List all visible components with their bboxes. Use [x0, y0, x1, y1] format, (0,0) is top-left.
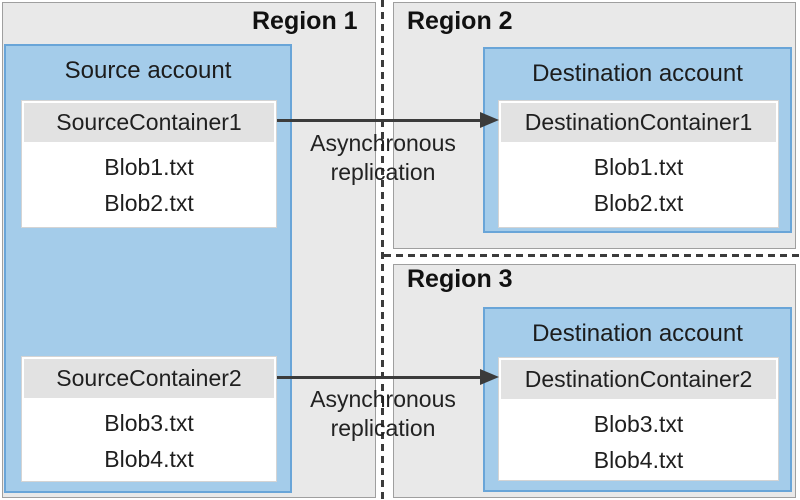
replication-label-line: Asynchronous [310, 130, 456, 156]
destination-container-1: DestinationContainer1 Blob1.txt Blob2.tx… [498, 100, 779, 228]
source-container-1-blob-list: Blob1.txt Blob2.txt [22, 149, 276, 221]
replication-arrow-2-label: Asynchronous replication [283, 385, 483, 443]
source-container-1-name: SourceContainer1 [24, 103, 274, 142]
region-2-label: Region 2 [407, 7, 513, 35]
source-container-2-name: SourceContainer2 [24, 359, 274, 398]
replication-label-line: Asynchronous [310, 386, 456, 412]
region-divider-vertical-dashed-line [381, 0, 384, 500]
blob-item: Blob2.txt [593, 190, 684, 216]
destination-container-2-blob-list: Blob3.txt Blob4.txt [499, 406, 778, 478]
region-3-label: Region 3 [407, 265, 513, 293]
source-container-2-blob-list: Blob3.txt Blob4.txt [22, 405, 276, 477]
source-account-title: Source account [64, 57, 232, 84]
destination-container-2-name: DestinationContainer2 [501, 360, 776, 399]
destination-account-1-title: Destination account [532, 60, 743, 87]
blob-item: Blob1.txt [104, 154, 194, 180]
replication-arrow-1-line [277, 119, 481, 122]
source-container-2: SourceContainer2 Blob3.txt Blob4.txt [21, 356, 277, 482]
destination-container-1-name: DestinationContainer1 [501, 103, 776, 142]
blob-item: Blob2.txt [104, 190, 194, 216]
replication-arrow-2-line [277, 376, 481, 379]
source-container-1: SourceContainer1 Blob1.txt Blob2.txt [21, 100, 277, 228]
destination-container-2: DestinationContainer2 Blob3.txt Blob4.tx… [498, 357, 779, 481]
replication-arrow-1-label: Asynchronous replication [283, 129, 483, 187]
destination-container-1-blob-list: Blob1.txt Blob2.txt [499, 149, 778, 221]
replication-arrow-1-head-icon [480, 112, 499, 128]
blob-item: Blob3.txt [104, 410, 194, 436]
destination-account-2-title: Destination account [532, 320, 743, 347]
replication-arrow-2-head-icon [480, 369, 499, 385]
blob-item: Blob1.txt [593, 154, 684, 180]
blob-item: Blob4.txt [593, 447, 684, 473]
replication-label-line: replication [330, 415, 436, 441]
region-1-label: Region 1 [252, 7, 358, 35]
region-divider-horizontal-dashed-line [384, 254, 800, 257]
replication-label-line: replication [330, 159, 436, 185]
blob-item: Blob3.txt [593, 411, 684, 437]
blob-item: Blob4.txt [104, 446, 194, 472]
